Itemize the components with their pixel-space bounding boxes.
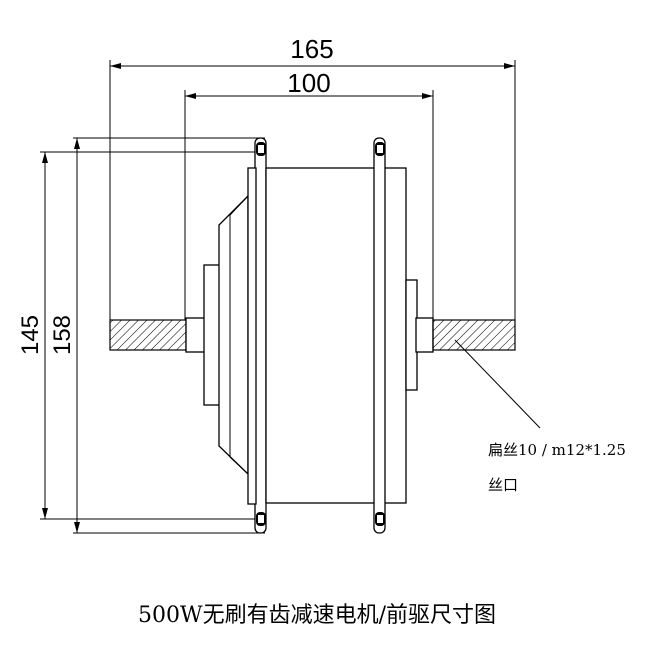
right-rim (373, 137, 386, 534)
dimension-145-label: 145 (17, 315, 44, 355)
dimension-165-label: 165 (290, 34, 333, 64)
callout-leader (454, 339, 541, 429)
dimension-100-label: 100 (287, 68, 330, 98)
left-hub-step-outer (185, 317, 207, 353)
right-hub-step-outer (415, 317, 434, 353)
dimension-165: 165 (109, 34, 516, 322)
dimension-100: 100 (184, 68, 434, 320)
right-axle (432, 319, 516, 351)
callout-thread-spec: 扁丝10 / m12*1.25 (488, 441, 626, 459)
dimension-158: 158 (49, 138, 80, 533)
callout-thread-type: 丝口 (488, 476, 518, 494)
left-end-cover (218, 194, 249, 476)
dimension-158-label: 158 (49, 315, 76, 355)
drawing-caption: 500W无刷有齿减速电机/前驱尺寸图 (138, 603, 496, 628)
left-axle (109, 319, 187, 351)
dimension-145: 145 (17, 152, 48, 519)
